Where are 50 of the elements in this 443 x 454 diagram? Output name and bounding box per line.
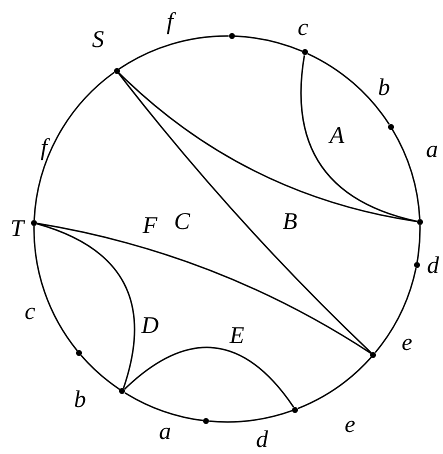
circle-arc <box>118 35 229 70</box>
point-dot <box>31 220 38 226</box>
circle-arc <box>234 35 302 52</box>
circle-arc <box>33 226 78 352</box>
edge-label: D <box>141 314 159 338</box>
point-label: T <box>10 217 24 241</box>
curved-chord <box>118 72 372 354</box>
edge-label: f <box>40 136 48 160</box>
point-dot <box>119 388 126 394</box>
edge-label: c <box>24 300 36 324</box>
edge-label: F <box>142 214 158 238</box>
circle-arc <box>124 392 204 422</box>
edge-label: A <box>330 124 344 148</box>
edge-label: a <box>426 138 438 162</box>
curved-chord <box>124 346 294 408</box>
point-dot <box>203 418 210 424</box>
curved-chord <box>36 222 372 354</box>
circle-arc <box>307 52 390 125</box>
edge-label: b <box>74 388 86 412</box>
curved-chord <box>300 55 418 222</box>
circle-arc <box>374 268 417 353</box>
edge-label: b <box>378 76 390 100</box>
edge-label: a <box>159 420 171 444</box>
point-dot <box>370 352 376 358</box>
curved-chord <box>118 72 418 222</box>
point-dot <box>114 68 120 74</box>
circle-arc <box>80 354 120 390</box>
point-dot <box>388 124 394 130</box>
edge-label: e <box>402 331 412 355</box>
point-label: S <box>92 28 104 52</box>
edge-label: d <box>427 254 439 278</box>
curved-chord <box>36 223 136 389</box>
circle-arc <box>33 72 115 220</box>
point-dot <box>302 49 308 56</box>
edge-label: e <box>344 413 356 437</box>
edge-label: f <box>166 10 174 34</box>
circle-arc <box>298 356 372 410</box>
edge-label: c <box>298 16 308 40</box>
point-dot <box>292 406 298 413</box>
edge-label: B <box>282 210 298 234</box>
edge-label: E <box>230 324 244 348</box>
point-dot <box>228 33 235 40</box>
point-dot <box>414 262 420 268</box>
circle-arc <box>392 128 420 220</box>
point-dot <box>76 350 82 356</box>
edge-label: C <box>174 210 190 234</box>
circle-arc <box>209 410 293 423</box>
edge-label: d <box>256 428 268 452</box>
point-dot <box>416 218 423 225</box>
circle-arc <box>416 224 421 262</box>
